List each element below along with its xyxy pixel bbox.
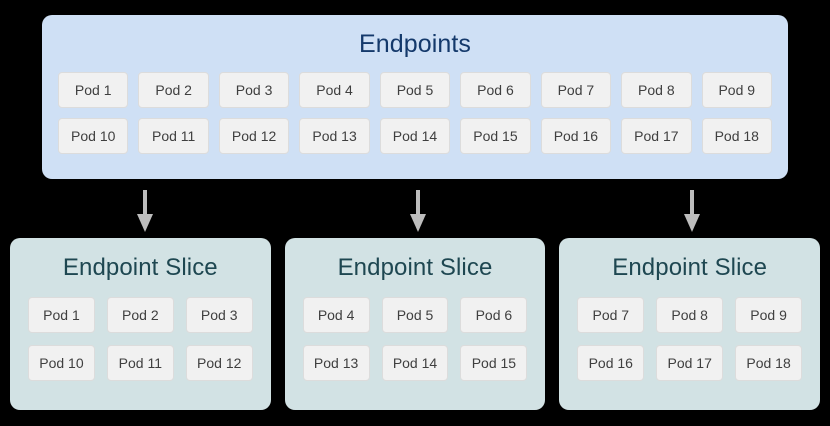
pod-chip: Pod 16 (540, 118, 612, 154)
slice-pod-grid: Pod 1 Pod 2 Pod 3 Pod 10 Pod 11 Pod 12 (10, 297, 271, 381)
endpoint-slice-3: Endpoint Slice Pod 7 Pod 8 Pod 9 Pod 16 … (559, 238, 821, 410)
pod-chip: Pod 13 (299, 118, 370, 154)
pod-chip: Pod 11 (106, 345, 174, 381)
pod-chip: Pod 4 (302, 297, 370, 333)
pod-chip: Pod 10 (28, 345, 95, 381)
pod-chip: Pod 5 (379, 72, 451, 108)
pod-chip: Pod 8 (656, 297, 724, 333)
pod-chip: Pod 7 (540, 72, 612, 108)
pod-chip: Pod 13 (302, 345, 370, 381)
pod-chip: Pod 2 (106, 297, 174, 333)
pod-chip: Pod 1 (58, 72, 129, 108)
slice-title: Endpoint Slice (337, 254, 493, 281)
pod-chip: Pod 7 (577, 297, 645, 333)
pod-chip: Pod 17 (656, 345, 724, 381)
slice-title: Endpoint Slice (62, 254, 218, 281)
pod-chip: Pod 3 (218, 72, 290, 108)
endpoints-pod-grid: Pod 1 Pod 2 Pod 3 Pod 4 Pod 5 Pod 6 Pod … (42, 72, 788, 154)
pod-chip: Pod 18 (701, 118, 772, 154)
arrow-down-icon (406, 190, 430, 232)
pod-chip: Pod 11 (138, 118, 209, 154)
endpoints-title: Endpoints (358, 30, 472, 58)
slice-pod-grid: Pod 7 Pod 8 Pod 9 Pod 16 Pod 17 Pod 18 (559, 297, 820, 381)
pod-chip: Pod 10 (58, 118, 129, 154)
pod-chip: Pod 15 (460, 345, 528, 381)
pod-chip: Pod 4 (299, 72, 370, 108)
endpoint-slice-1: Endpoint Slice Pod 1 Pod 2 Pod 3 Pod 10 … (10, 238, 271, 410)
slice-pod-grid: Pod 4 Pod 5 Pod 6 Pod 13 Pod 14 Pod 15 (285, 297, 546, 381)
slice-title: Endpoint Slice (612, 254, 768, 281)
pod-chip: Pod 5 (381, 297, 449, 333)
pod-chip: Pod 12 (185, 345, 253, 381)
endpoints-panel: Endpoints Pod 1 Pod 2 Pod 3 Pod 4 Pod 5 … (42, 15, 788, 179)
pod-chip: Pod 17 (621, 118, 692, 154)
endpoint-slice-2: Endpoint Slice Pod 4 Pod 5 Pod 6 Pod 13 … (284, 238, 546, 410)
pod-chip: Pod 9 (735, 297, 803, 333)
pod-chip: Pod 6 (460, 297, 528, 333)
endpoint-slices-row: Endpoint Slice Pod 1 Pod 2 Pod 3 Pod 10 … (10, 238, 821, 410)
pod-chip: Pod 15 (460, 118, 531, 154)
pod-chip: Pod 2 (138, 72, 209, 108)
pod-chip: Pod 16 (577, 345, 645, 381)
pod-chip: Pod 3 (185, 297, 253, 333)
pod-chip: Pod 8 (621, 72, 692, 108)
pod-chip: Pod 1 (28, 297, 95, 333)
pod-chip: Pod 14 (379, 118, 451, 154)
pod-chip: Pod 18 (735, 345, 803, 381)
arrow-down-icon (133, 190, 157, 232)
arrow-down-icon (680, 190, 704, 232)
pod-chip: Pod 9 (701, 72, 772, 108)
pod-chip: Pod 14 (381, 345, 449, 381)
pod-chip: Pod 12 (218, 118, 290, 154)
pod-chip: Pod 6 (460, 72, 531, 108)
